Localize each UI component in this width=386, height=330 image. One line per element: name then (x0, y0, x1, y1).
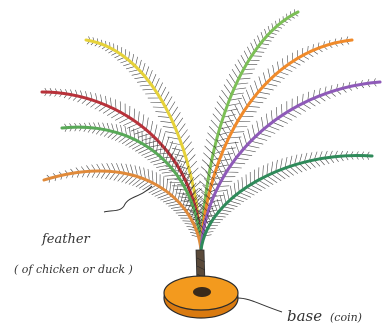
feather-note: ( of chicken or duck ) (14, 263, 133, 276)
feather-green-left (62, 123, 204, 251)
base-note: (coin) (330, 311, 362, 324)
feathers-group (42, 9, 380, 250)
base-pointer-line (237, 298, 282, 312)
feather-darkgreen-right-barbs (200, 151, 372, 236)
base-label: base (287, 307, 322, 325)
feather-darkgreen-right (200, 151, 372, 250)
feather-label: feather (41, 232, 91, 247)
feather-pointer-line (104, 186, 152, 212)
coin-base (164, 276, 238, 318)
feather-orange-right (198, 37, 352, 251)
feather-green-top (197, 9, 298, 250)
